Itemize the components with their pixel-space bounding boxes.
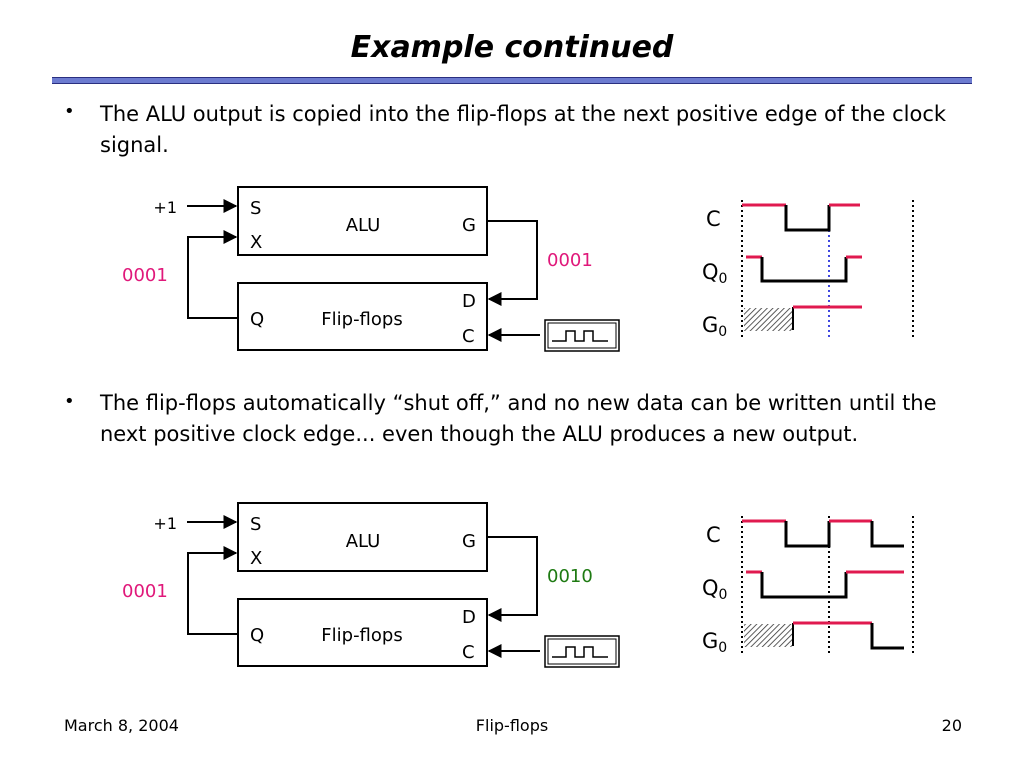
increment-label: +1	[153, 514, 177, 533]
timing-label-g: G0	[702, 313, 727, 340]
footer-topic: Flip-flops	[475, 716, 549, 735]
alu-label: ALU	[346, 531, 381, 552]
feedback-wire	[187, 546, 238, 635]
ff-input-c-label: C	[462, 642, 475, 663]
feedback-value: 0001	[122, 265, 168, 286]
alu-input-s-label: S	[250, 198, 261, 219]
g0-undefined-region	[744, 308, 793, 331]
alu-input-x-label: X	[250, 232, 262, 253]
q0-waveform	[746, 255, 862, 283]
feedback-wire	[187, 230, 238, 319]
alu-input-s-label: S	[250, 514, 261, 535]
timing-label-q: Q0	[702, 576, 727, 603]
clock-source-icon	[544, 319, 620, 352]
timing-label-g: G0	[702, 629, 727, 656]
g0-waveform	[744, 305, 862, 331]
ff-input-d-label: D	[462, 607, 476, 628]
clock-source-icon	[544, 635, 620, 668]
slide-title: Example continued	[350, 30, 674, 65]
circuit-diagram-1: S X ALU G Q Flip-flops D C +1 0001 0001	[122, 186, 620, 352]
alu-output-g-label: G	[462, 215, 476, 236]
flipflops-box	[237, 598, 488, 667]
bullet-marker-2: •	[64, 391, 75, 412]
clock-waveform	[742, 519, 904, 548]
clock-waveform	[742, 203, 860, 232]
alu-to-ff-wire	[487, 536, 538, 622]
alu-to-ff-wire	[487, 220, 538, 306]
ff-input-c-label: C	[462, 326, 475, 347]
flipflops-box	[237, 282, 488, 351]
ff-input-d-label: D	[462, 291, 476, 312]
timing-label-c: C	[706, 523, 721, 547]
g0-waveform	[744, 621, 904, 650]
g0-undefined-region	[744, 624, 793, 647]
feedback-value: 0001	[122, 581, 168, 602]
circuit-diagram-2: S X ALU G Q Flip-flops D C +1 0001 0010	[122, 502, 620, 668]
timing-label-q: Q0	[702, 260, 727, 287]
bullet-text-1: The ALU output is copied into the flip-f…	[100, 102, 947, 157]
flipflops-label: Flip-flops	[321, 309, 402, 330]
bullet-marker-1: •	[64, 101, 75, 122]
alu-output-value: 0010	[547, 566, 593, 587]
alu-box	[237, 502, 488, 572]
increment-label: +1	[153, 198, 177, 217]
alu-output-g-label: G	[462, 531, 476, 552]
footer-page-number: 20	[941, 716, 962, 735]
alu-input-x-label: X	[250, 548, 262, 569]
q0-waveform	[746, 570, 904, 599]
ff-output-q-label: Q	[250, 309, 264, 330]
alu-label: ALU	[346, 215, 381, 236]
bullet-text-2: The flip-flops automatically “shut off,”…	[100, 391, 937, 446]
flipflops-label: Flip-flops	[321, 625, 402, 646]
ff-output-q-label: Q	[250, 625, 264, 646]
footer-date: March 8, 2004	[64, 716, 179, 735]
title-divider	[52, 77, 972, 84]
timing-diagram-2: C Q0 G0	[702, 516, 914, 656]
timing-diagram-1: C Q0 G0	[702, 200, 914, 340]
alu-output-value: 0001	[547, 250, 593, 271]
timing-label-c: C	[706, 207, 721, 231]
